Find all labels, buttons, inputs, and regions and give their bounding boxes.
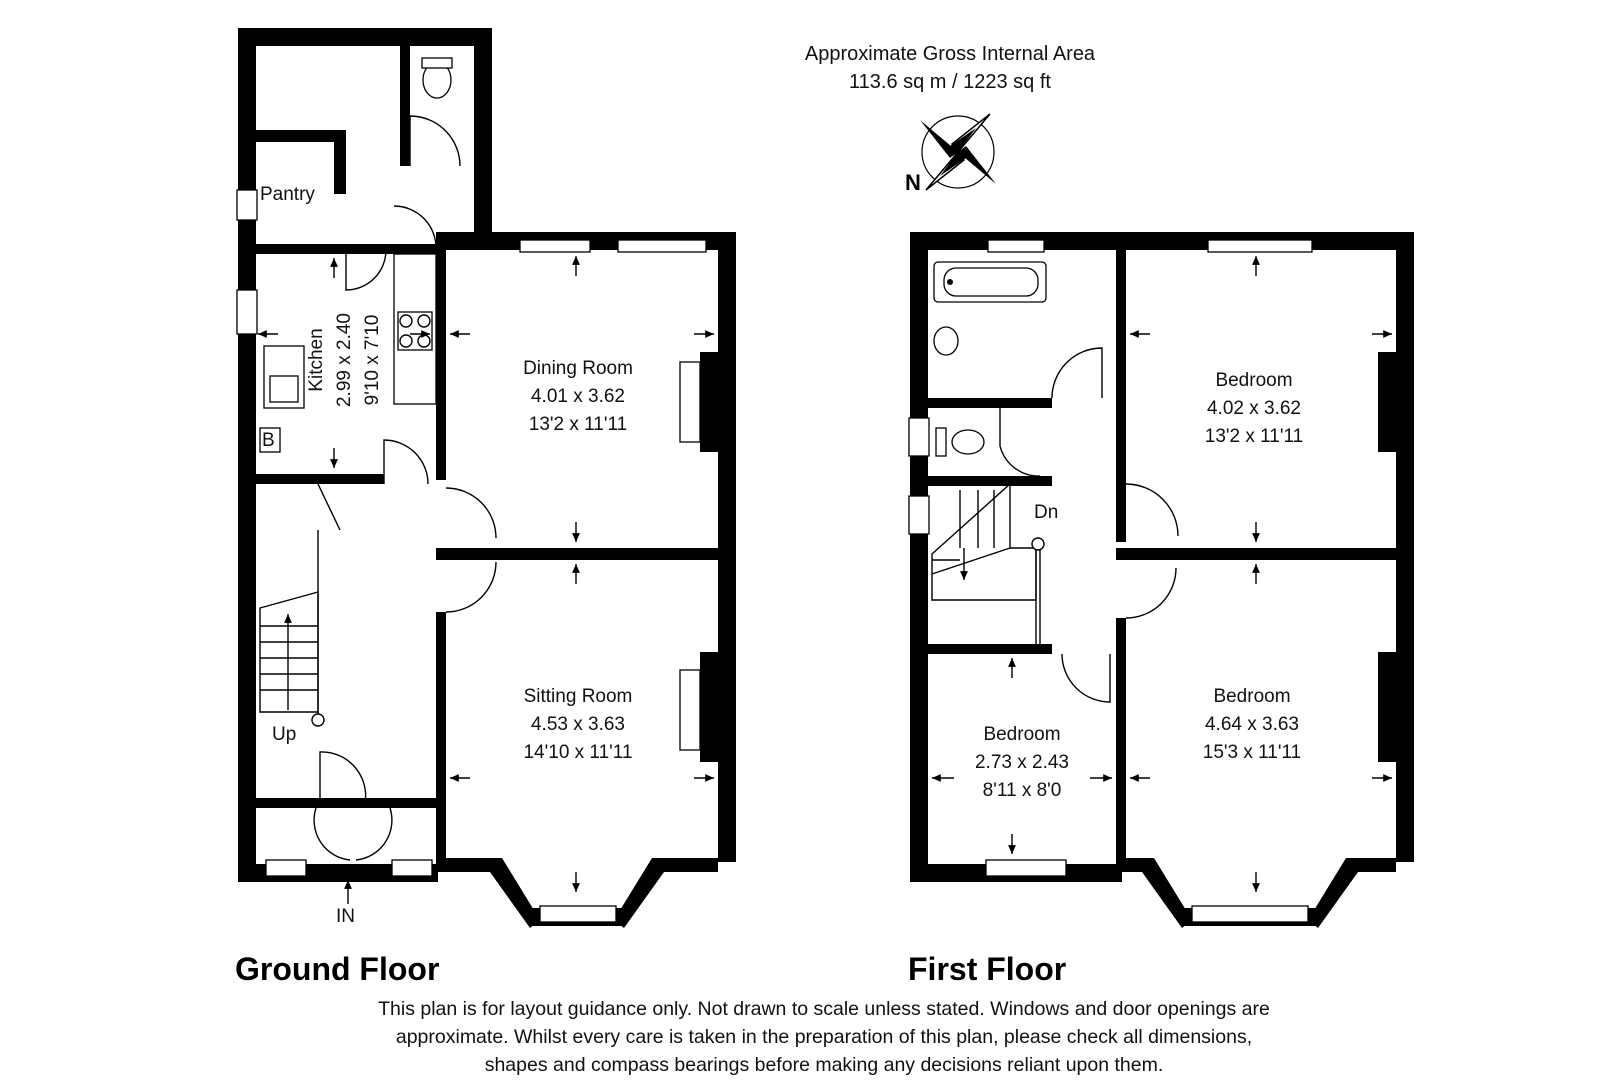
bedroom-rear-name: Bedroom <box>1215 370 1292 391</box>
first-floor-plan: Dn Bedroom 4.02 x 3.62 13'2 x 11'11 Bedr… <box>908 232 1414 928</box>
bedroom-small-name: Bedroom <box>983 724 1060 745</box>
disclaimer-line-3: shapes and compass bearings before makin… <box>485 1054 1164 1076</box>
gross-area-title: Approximate Gross Internal Area <box>805 43 1096 65</box>
ground-floor-plan: Pantry B Up IN Kitchen 2.99 x 2.40 9'10 … <box>236 28 736 928</box>
north-label: N <box>905 170 921 195</box>
stairs-down-label: Dn <box>1034 502 1058 523</box>
disclaimer-line-2: approximate. Whilst every care is taken … <box>396 1026 1252 1048</box>
kitchen-metric: 2.99 x 2.40 <box>334 313 355 407</box>
kitchen-imperial: 9'10 x 7'10 <box>362 315 383 406</box>
bedroom-front-metric: 4.64 x 3.63 <box>1205 714 1299 735</box>
bedroom-rear-metric: 4.02 x 3.62 <box>1207 398 1301 419</box>
stairs-up-label: Up <box>272 724 296 745</box>
dining-room-imperial: 13'2 x 11'11 <box>529 414 627 435</box>
entrance-label: IN <box>336 906 355 927</box>
kitchen-name: Kitchen <box>306 328 327 391</box>
ground-floor-title: Ground Floor <box>235 951 439 987</box>
bedroom-small-imperial: 8'11 x 8'0 <box>983 780 1062 801</box>
dining-room-name: Dining Room <box>523 358 633 379</box>
sitting-room-imperial: 14'10 x 11'11 <box>523 742 632 763</box>
compass-rose-icon <box>920 113 996 191</box>
sitting-room-name: Sitting Room <box>524 686 633 707</box>
first-floor-title: First Floor <box>908 951 1066 987</box>
bedroom-front-name: Bedroom <box>1213 686 1290 707</box>
bedroom-front-imperial: 15'3 x 11'11 <box>1203 742 1301 763</box>
gross-area-value: 113.6 sq m / 1223 sq ft <box>849 71 1051 93</box>
bedroom-rear-imperial: 13'2 x 11'11 <box>1205 426 1303 447</box>
boiler-label: B <box>262 430 275 451</box>
dining-room-metric: 4.01 x 3.62 <box>531 386 625 407</box>
pantry-label: Pantry <box>260 184 315 205</box>
bedroom-small-metric: 2.73 x 2.43 <box>975 752 1069 773</box>
disclaimer-line-1: This plan is for layout guidance only. N… <box>378 998 1270 1020</box>
sitting-room-metric: 4.53 x 3.63 <box>531 714 625 735</box>
